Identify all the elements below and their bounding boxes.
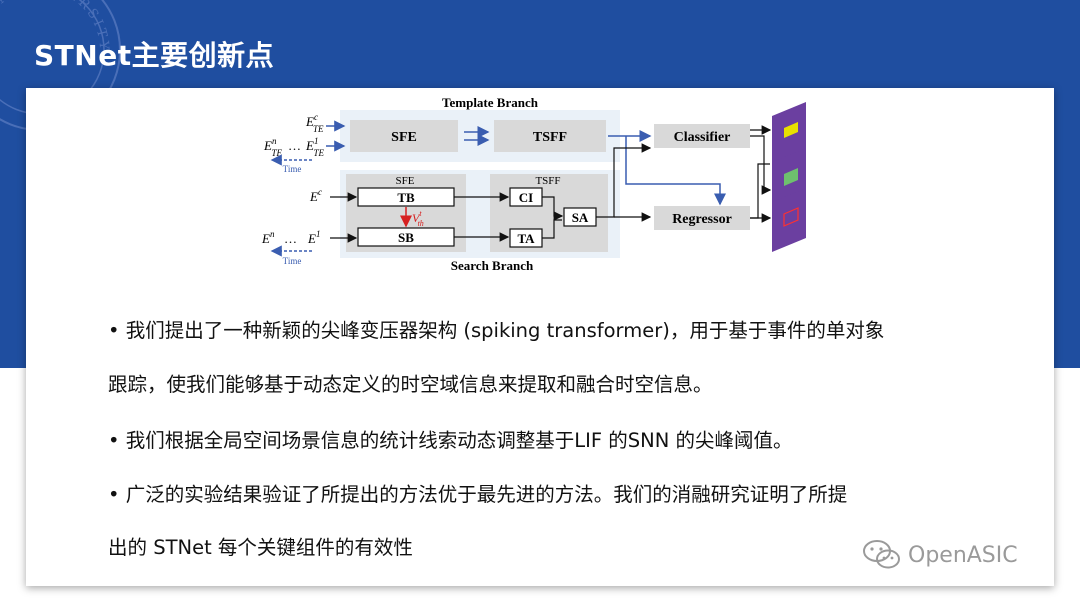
input-e-c: Ec — [309, 187, 322, 204]
bullet-1-line-2: 跟踪，使我们能够基于动态定义的时空域信息来提取和融合时空信息。 — [108, 373, 713, 396]
regressor-box — [654, 206, 750, 230]
time-label-template: Time — [283, 164, 302, 174]
input-ellipsis: … — [288, 138, 301, 153]
classifier-box — [654, 124, 750, 148]
input-e-1: E1 — [307, 229, 320, 246]
search-tsff-label: TSFF — [535, 175, 560, 187]
search-sfe-label: SFE — [396, 175, 415, 187]
sfe-box — [350, 120, 458, 152]
time-label-search: Time — [283, 256, 302, 266]
tb-label: TB — [397, 190, 415, 205]
tsff-label: TSFF — [533, 130, 567, 145]
bullet-3-line-2: 出的 STNet 每个关键组件的有效性 — [108, 536, 413, 559]
output-frame-3 — [772, 188, 806, 252]
regressor-label: Regressor — [672, 212, 732, 227]
ta-label: TA — [517, 231, 535, 246]
search-branch-label: Search Branch — [451, 258, 534, 273]
bullet-1-line-1: • 我们提出了一种新颖的尖峰变压器架构 (spiking transformer… — [108, 319, 885, 342]
bullet-2: • 我们根据全局空间场景信息的统计线索动态调整基于LIF 的SNN 的尖峰阈值。 — [108, 429, 793, 452]
input-ellipsis-2: … — [284, 231, 297, 246]
tsff-box — [494, 120, 606, 152]
ci-label: CI — [519, 190, 533, 205]
sa-label: SA — [572, 210, 589, 225]
bullet-3-line-1: • 广泛的实验结果验证了所提出的方法优于最先进的方法。我们的消融研究证明了所提 — [108, 483, 848, 506]
input-e-n: En — [261, 229, 275, 246]
watermark: OpenASIC — [862, 538, 1018, 572]
wechat-icon — [863, 540, 900, 569]
template-branch-label: Template Branch — [442, 95, 539, 110]
sb-label: SB — [398, 230, 414, 245]
classifier-label: Classifier — [674, 130, 731, 145]
sfe-label: SFE — [391, 130, 417, 145]
watermark-text: OpenASIC — [908, 542, 1018, 568]
slide-title: STNet主要创新点 — [34, 39, 275, 72]
